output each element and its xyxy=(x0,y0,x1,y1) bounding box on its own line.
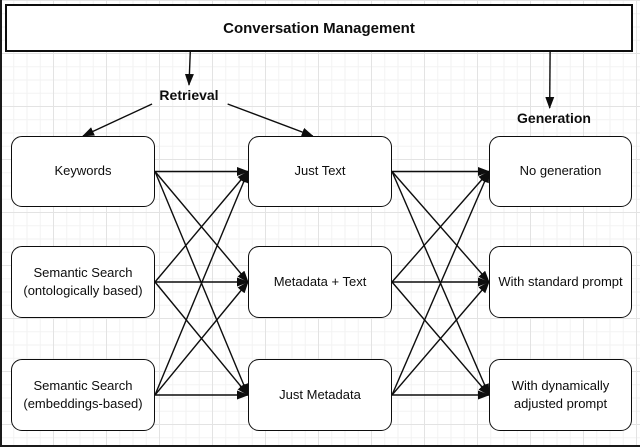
node-label: Conversation Management xyxy=(223,19,415,37)
node-semantic-search-embeddings: Semantic Search (embeddings-based) xyxy=(11,359,155,431)
node-label: With dynamically adjusted prompt xyxy=(511,377,610,411)
stage-label-retrieval: Retrieval xyxy=(147,85,231,104)
node-keywords: Keywords xyxy=(11,136,155,207)
node-conversation-management: Conversation Management xyxy=(5,4,633,52)
node-label: No generation xyxy=(519,163,602,179)
node-semantic-search-ontological: Semantic Search (ontologically based) xyxy=(11,246,155,318)
node-label: Semantic Search (embeddings-based) xyxy=(23,377,143,411)
node-label: Just Text xyxy=(294,163,346,179)
node-with-dynamically-adjusted-prompt: With dynamically adjusted prompt xyxy=(489,359,632,431)
figure-border-bottom xyxy=(0,445,640,447)
node-label: With standard prompt xyxy=(498,273,623,289)
node-label: Just Metadata xyxy=(279,386,361,402)
figure-border-left xyxy=(0,0,2,447)
node-with-standard-prompt: With standard prompt xyxy=(489,246,632,318)
node-just-metadata: Just Metadata xyxy=(248,359,392,431)
node-label: Keywords xyxy=(54,163,112,179)
node-metadata-plus-text: Metadata + Text xyxy=(248,246,392,318)
stage-label-text: Generation xyxy=(517,109,591,126)
node-label: Semantic Search (ontologically based) xyxy=(23,264,143,298)
node-no-generation: No generation xyxy=(489,136,632,207)
stage-label-text: Retrieval xyxy=(159,86,219,103)
node-label: Metadata + Text xyxy=(273,273,367,289)
node-just-text: Just Text xyxy=(248,136,392,207)
stage-label-generation: Generation xyxy=(500,108,608,127)
